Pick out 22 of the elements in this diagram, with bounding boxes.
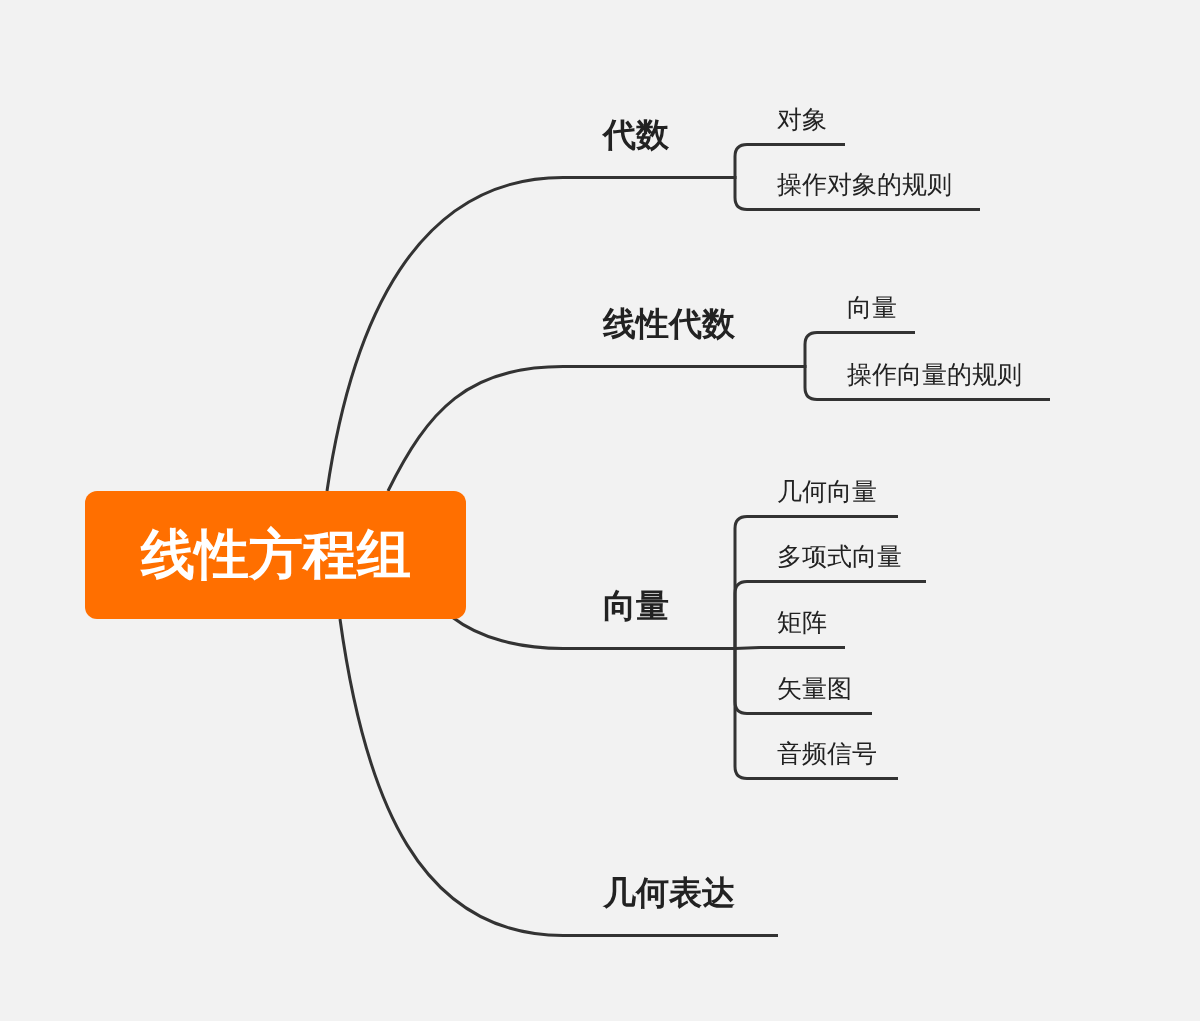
connector-line [338,618,564,937]
connector-line [710,176,760,211]
leaf-label: 矢量图 [760,665,872,715]
leaf-label: 向量 [830,284,915,334]
branch-label: 向量 [563,577,735,650]
central-topic-box: 线性方程组 [85,491,466,619]
connector-line [780,365,830,401]
leaf-label: 矩阵 [760,599,845,649]
connector-line [733,647,760,780]
leaf-label: 几何向量 [760,468,898,518]
branch-label: 代数 [563,106,710,179]
branch-label: 线性代数 [563,295,780,368]
leaf-label: 操作对象的规则 [760,161,980,211]
connector-line [734,646,761,650]
connector-line [386,365,564,492]
connector-line [325,176,564,492]
connector-line [733,580,760,650]
leaf-label: 操作向量的规则 [830,351,1050,401]
leaf-label: 对象 [760,96,845,146]
leaf-label: 多项式向量 [760,533,926,583]
leaf-label: 音频信号 [760,730,898,780]
branch-label: 几何表达 [563,864,778,937]
